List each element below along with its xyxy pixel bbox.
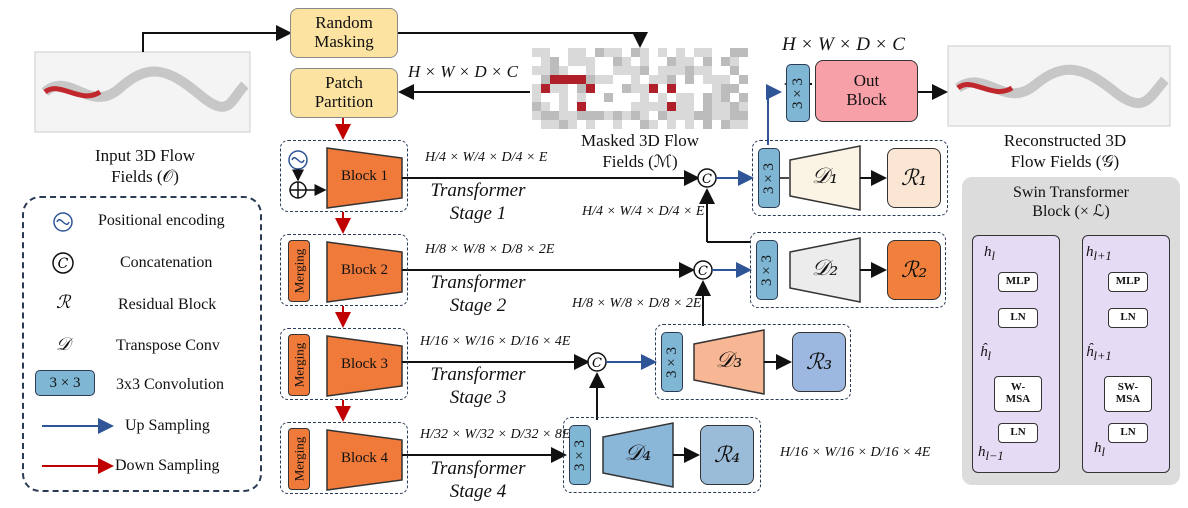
block-1-shape [326, 147, 403, 209]
svg-text:C: C [698, 264, 708, 279]
transpose-conv-symbol: 𝒟 [56, 334, 71, 355]
block-4-label: Block 4 [340, 450, 389, 466]
legend-label-3: Transpose Conv [116, 337, 220, 354]
out-block: Out Block [815, 60, 918, 122]
reconstructed-flow-image [947, 45, 1171, 127]
merging-2: Merging [288, 240, 310, 302]
swin-left-ln-top: LN [998, 308, 1038, 328]
concatenation-icon [52, 252, 74, 274]
swin-right-ln-top: LN [1108, 308, 1148, 328]
svg-text:C: C [58, 256, 69, 272]
r4-block: ℛ₄ [700, 425, 754, 485]
stage-3-container [280, 328, 408, 400]
conv-3: 3 × 3 [661, 332, 683, 392]
swin-title: Swin Transformer Block (× ℒ) [1012, 184, 1129, 221]
hl-hat-label: ĥl [980, 344, 991, 363]
decoder-2-container [750, 232, 946, 308]
svg-text:C: C [702, 172, 712, 187]
swin-right-ln-bottom: LN [1108, 423, 1148, 443]
stage-4-container [280, 422, 408, 494]
patch-partition-box: Patch Partition [290, 68, 398, 118]
svg-text:C: C [592, 356, 602, 371]
d4-label: 𝒟₄ [624, 441, 652, 466]
conv-1: 3 × 3 [758, 148, 780, 208]
hl-label: hl [984, 244, 995, 263]
d2-shape [789, 237, 861, 303]
hl-minus-label: hl−1 [978, 444, 1004, 463]
d1-shape [789, 145, 861, 211]
random-masking-box: Random Masking [290, 8, 398, 58]
swin-left-mlp: MLP [998, 272, 1038, 292]
stage-3-dim: H/16 × W/16 × D/16 × 4E [420, 334, 571, 349]
stage-2-label: Transformer Stage 2 [430, 272, 526, 316]
merging-4: Merging [288, 428, 310, 490]
stage-1-container [280, 140, 408, 212]
legend-label-4: 3x3 Convolution [116, 376, 225, 393]
hl-right-in-label: hl [1094, 440, 1105, 459]
skip-dim-1: H/4 × W/4 × D/4 × E [582, 204, 705, 219]
conv3x3-icon: 3 × 3 [35, 370, 95, 396]
stage-4-dim: H/32 × W/32 × D/32 × 8E [420, 427, 571, 442]
hl-plus-label: hl+1 [1086, 244, 1112, 263]
d2-label: 𝒟₂ [811, 256, 839, 281]
input-dim-label: H × W × D × C [408, 62, 518, 81]
output-dim-label: H × W × D × C [782, 34, 905, 55]
stage-1-dim: H/4 × W/4 × D/4 × E [425, 150, 548, 165]
legend-label-6: Down Sampling [115, 457, 220, 474]
conv-2: 3 × 3 [756, 240, 778, 300]
masked-caption: Masked 3D Flow Fields (ℳ) [580, 131, 700, 172]
stage-2-dim: H/8 × W/8 × D/8 × 2E [425, 242, 555, 257]
skip-dim-2: H/8 × W/8 × D/8 × 2E [572, 296, 702, 311]
r1-block: ℛ₁ [887, 148, 941, 208]
block-4-shape [326, 429, 403, 491]
merging-3: Merging [288, 334, 310, 396]
residual-block-symbol: ℛ [56, 292, 71, 313]
block-2-label: Block 2 [340, 262, 389, 278]
swin-right-mlp: MLP [1108, 272, 1148, 292]
block-2-shape [326, 241, 403, 303]
stage-1-label: Transformer Stage 1 [430, 180, 526, 224]
legend-label-2: Residual Block [118, 296, 217, 313]
swin-right-msa: SW- MSA [1104, 376, 1152, 412]
d3-label: 𝒟₃ [715, 348, 743, 373]
stage-4-label: Transformer Stage 4 [430, 458, 526, 502]
skip-dim-3: H/16 × W/16 × D/16 × 4E [780, 445, 931, 460]
block-3-shape [326, 335, 403, 397]
swin-left-msa: W- MSA [994, 376, 1042, 412]
legend-label-5: Up Sampling [125, 417, 210, 434]
input-caption: Input 3D Flow Fields (𝒪) [94, 146, 196, 187]
input-flow-image [34, 51, 251, 133]
decoder-1-container [752, 140, 948, 216]
decoder-3-container [655, 324, 851, 400]
legend-label-0: Positional encoding [98, 212, 225, 229]
legend-label-1: Concatenation [120, 254, 213, 271]
d1-label: 𝒟₁ [811, 164, 839, 189]
positional-encoding-icon [53, 212, 73, 232]
masked-flow-image [532, 48, 748, 129]
r2-block: ℛ₂ [887, 240, 941, 300]
d3-shape [693, 329, 765, 395]
reconstructed-caption: Reconstructed 3D Flow Fields (𝒢) [1003, 131, 1127, 172]
legend-box [22, 196, 262, 492]
out-conv-3x3: 3 × 3 [786, 64, 810, 122]
decoder-4-container [563, 417, 761, 493]
r3-block: ℛ₃ [792, 332, 846, 392]
stage-2-container [280, 234, 408, 306]
block-3-label: Block 3 [340, 356, 389, 372]
d4-shape [602, 422, 674, 488]
conv-4: 3 × 3 [569, 425, 591, 485]
block-1-label: Block 1 [340, 168, 389, 184]
swin-left-ln-bottom: LN [998, 423, 1038, 443]
hl-plus-hat-label: ĥl+1 [1086, 344, 1112, 363]
stage-3-label: Transformer Stage 3 [430, 364, 526, 408]
